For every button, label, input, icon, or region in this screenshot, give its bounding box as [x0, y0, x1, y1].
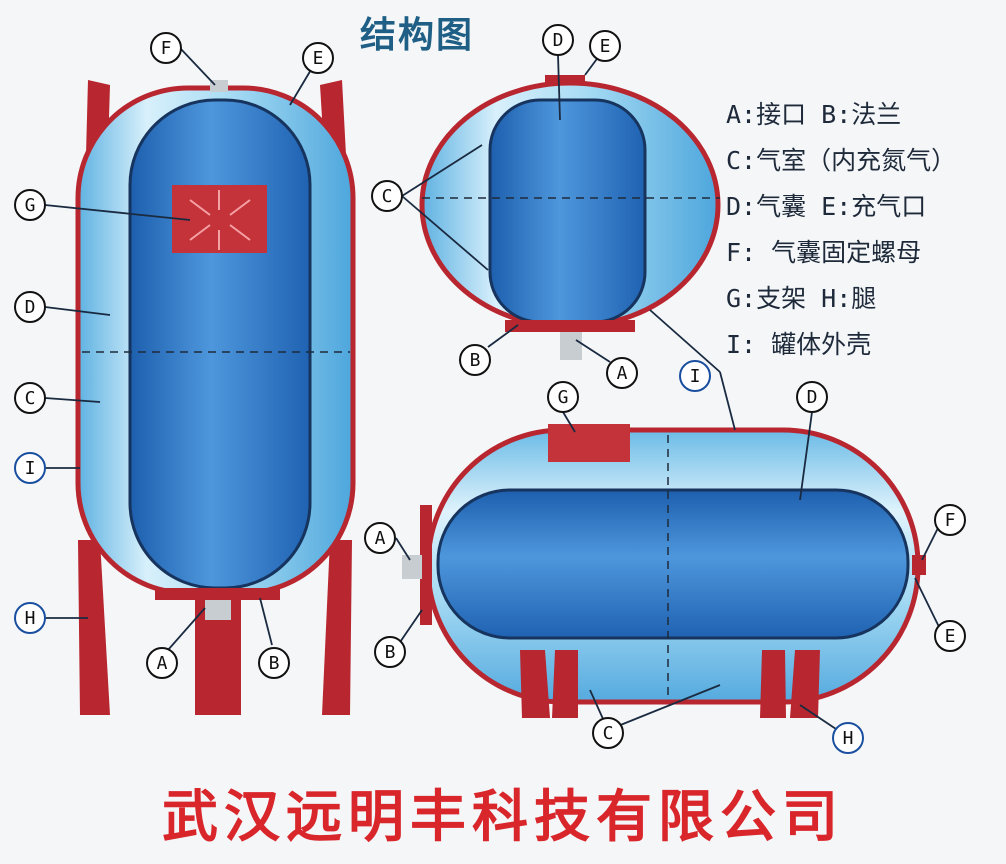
- top-nut-vertical: [210, 80, 228, 92]
- svg-text:C: C: [603, 723, 614, 744]
- svg-text:D: D: [553, 30, 564, 51]
- label-b-small: B: [459, 344, 491, 376]
- small-flange: [505, 320, 635, 332]
- legend-item-ab: A:接口 B:法兰: [726, 100, 902, 129]
- label-markers: F E G D C I H A B D E C B A I G D A B F …: [14, 24, 966, 754]
- legend-item-de: D:气囊 E:充气口: [726, 192, 927, 221]
- label-a-small: A: [606, 357, 638, 389]
- label-g-vertical: G: [14, 189, 46, 221]
- horizontal-bladder: [436, 488, 910, 640]
- svg-text:E: E: [313, 48, 324, 69]
- svg-text:F: F: [161, 38, 172, 59]
- label-e-horizontal: E: [934, 620, 966, 652]
- small-connector: [560, 332, 582, 360]
- connector-vertical: [205, 600, 231, 620]
- small-bladder: [488, 98, 647, 324]
- company-name: 武汉远明丰科技有限公司: [162, 784, 844, 850]
- svg-text:I: I: [690, 366, 701, 387]
- bracket-g-horizontal: [548, 424, 630, 462]
- horizontal-tank: [402, 424, 926, 718]
- svg-text:H: H: [25, 608, 36, 629]
- svg-text:G: G: [25, 195, 36, 216]
- leg-h-left2: [552, 650, 578, 718]
- legend: A:接口 B:法兰 C:气室（内充氮气） D:气囊 E:充气口 F: 气囊固定螺…: [726, 92, 1006, 368]
- leg-h-left: [520, 650, 550, 718]
- svg-text:A: A: [375, 528, 386, 549]
- legend-item-c: C:气室（内充氮气）: [726, 146, 957, 175]
- svg-text:G: G: [558, 387, 569, 408]
- label-d-small: D: [542, 24, 574, 56]
- legend-item-gh: G:支架 H:腿: [726, 284, 877, 313]
- svg-text:A: A: [157, 653, 168, 674]
- label-h-horizontal: H: [832, 722, 864, 754]
- label-c-small: C: [371, 180, 403, 212]
- label-d-vertical: D: [14, 291, 46, 323]
- svg-text:B: B: [269, 653, 280, 674]
- svg-text:H: H: [843, 728, 854, 749]
- leg-h-right: [760, 650, 786, 718]
- label-i-small: I: [679, 360, 711, 392]
- svg-text:B: B: [470, 350, 481, 371]
- flange-horizontal: [420, 505, 432, 625]
- svg-text:F: F: [945, 510, 956, 531]
- svg-text:E: E: [945, 626, 956, 647]
- label-c-vertical: C: [14, 382, 46, 414]
- legend-item-i: I: 罐体外壳: [726, 330, 872, 359]
- label-d-horizontal: D: [796, 381, 828, 413]
- diagram-title: 结构图: [360, 14, 475, 56]
- label-f-vertical: F: [150, 32, 182, 64]
- legend-item-f: F: 气囊固定螺母: [726, 238, 922, 267]
- svg-text:C: C: [25, 388, 36, 409]
- connector-horizontal: [402, 555, 422, 579]
- flange-vertical: [155, 588, 280, 600]
- label-b-vertical: B: [258, 647, 290, 679]
- vertical-tank: [75, 80, 356, 715]
- label-h-vertical: H: [14, 602, 46, 634]
- leg-right-rear: [322, 540, 352, 715]
- leg-left-rear: [78, 540, 110, 715]
- label-a-vertical: A: [146, 647, 178, 679]
- svg-text:D: D: [25, 297, 36, 318]
- label-a-horizontal: A: [364, 522, 396, 554]
- svg-text:C: C: [382, 186, 393, 207]
- svg-text:I: I: [25, 458, 36, 479]
- label-e-small: E: [589, 30, 621, 62]
- svg-text:B: B: [385, 642, 396, 663]
- leg-h-right2: [790, 650, 820, 718]
- svg-text:E: E: [600, 36, 611, 57]
- small-top-port: [545, 75, 585, 85]
- label-g-horizontal: G: [547, 381, 579, 413]
- label-b-horizontal: B: [374, 636, 406, 668]
- label-f-horizontal: F: [934, 504, 966, 536]
- vertical-bladder: [128, 98, 312, 590]
- label-c-horizontal: C: [592, 717, 624, 749]
- label-i-vertical: I: [14, 452, 46, 484]
- svg-text:A: A: [617, 363, 628, 384]
- leader-lines: [44, 47, 943, 736]
- svg-text:D: D: [807, 387, 818, 408]
- small-tank: [419, 75, 721, 360]
- label-e-vertical: E: [302, 42, 334, 74]
